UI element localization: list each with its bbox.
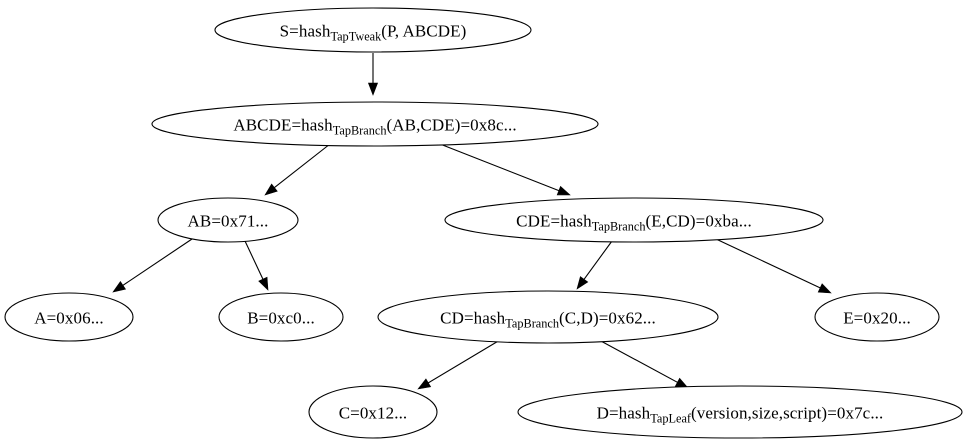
node-ellipse-e[interactable] [814, 292, 940, 342]
edge-ab-to-b [244, 240, 269, 291]
node-ellipse-b[interactable] [218, 292, 344, 342]
edge-line [439, 143, 560, 192]
edge-line [583, 240, 613, 280]
node-ellipse-s[interactable] [214, 7, 532, 53]
nodes-layer [4, 7, 963, 439]
arrowhead-icon [417, 378, 432, 390]
edge-abcde-to-cde [439, 143, 571, 196]
edge-line [428, 339, 501, 384]
edge-line [274, 143, 331, 189]
arrowhead-icon [258, 276, 269, 291]
node-ellipse-cd[interactable] [377, 290, 719, 344]
node-ellipse-cde[interactable] [444, 197, 824, 243]
edge-cd-to-d [598, 339, 689, 389]
edge-line [598, 339, 678, 383]
edges-layer [112, 53, 832, 390]
edge-line [715, 238, 821, 289]
edge-cd-to-c [417, 339, 501, 390]
arrowhead-icon [264, 183, 278, 196]
arrowhead-icon [817, 283, 832, 294]
arrowhead-icon [112, 280, 127, 293]
edge-cde-to-cd [576, 240, 613, 290]
node-ellipse-d[interactable] [517, 385, 963, 439]
arrowhead-icon [367, 82, 379, 96]
edge-line [244, 240, 264, 280]
node-ellipse-c[interactable] [308, 385, 438, 439]
node-ellipse-a[interactable] [4, 292, 134, 342]
edge-line [122, 238, 193, 286]
edge-s-to-abcde [367, 53, 379, 96]
node-ellipse-ab[interactable] [157, 197, 299, 243]
arrowhead-icon [576, 276, 589, 290]
edge-ab-to-a [112, 238, 193, 293]
edge-cde-to-e [715, 238, 832, 294]
node-ellipse-abcde[interactable] [151, 101, 599, 147]
arrowhead-icon [556, 185, 571, 196]
edge-abcde-to-ab [264, 143, 331, 196]
